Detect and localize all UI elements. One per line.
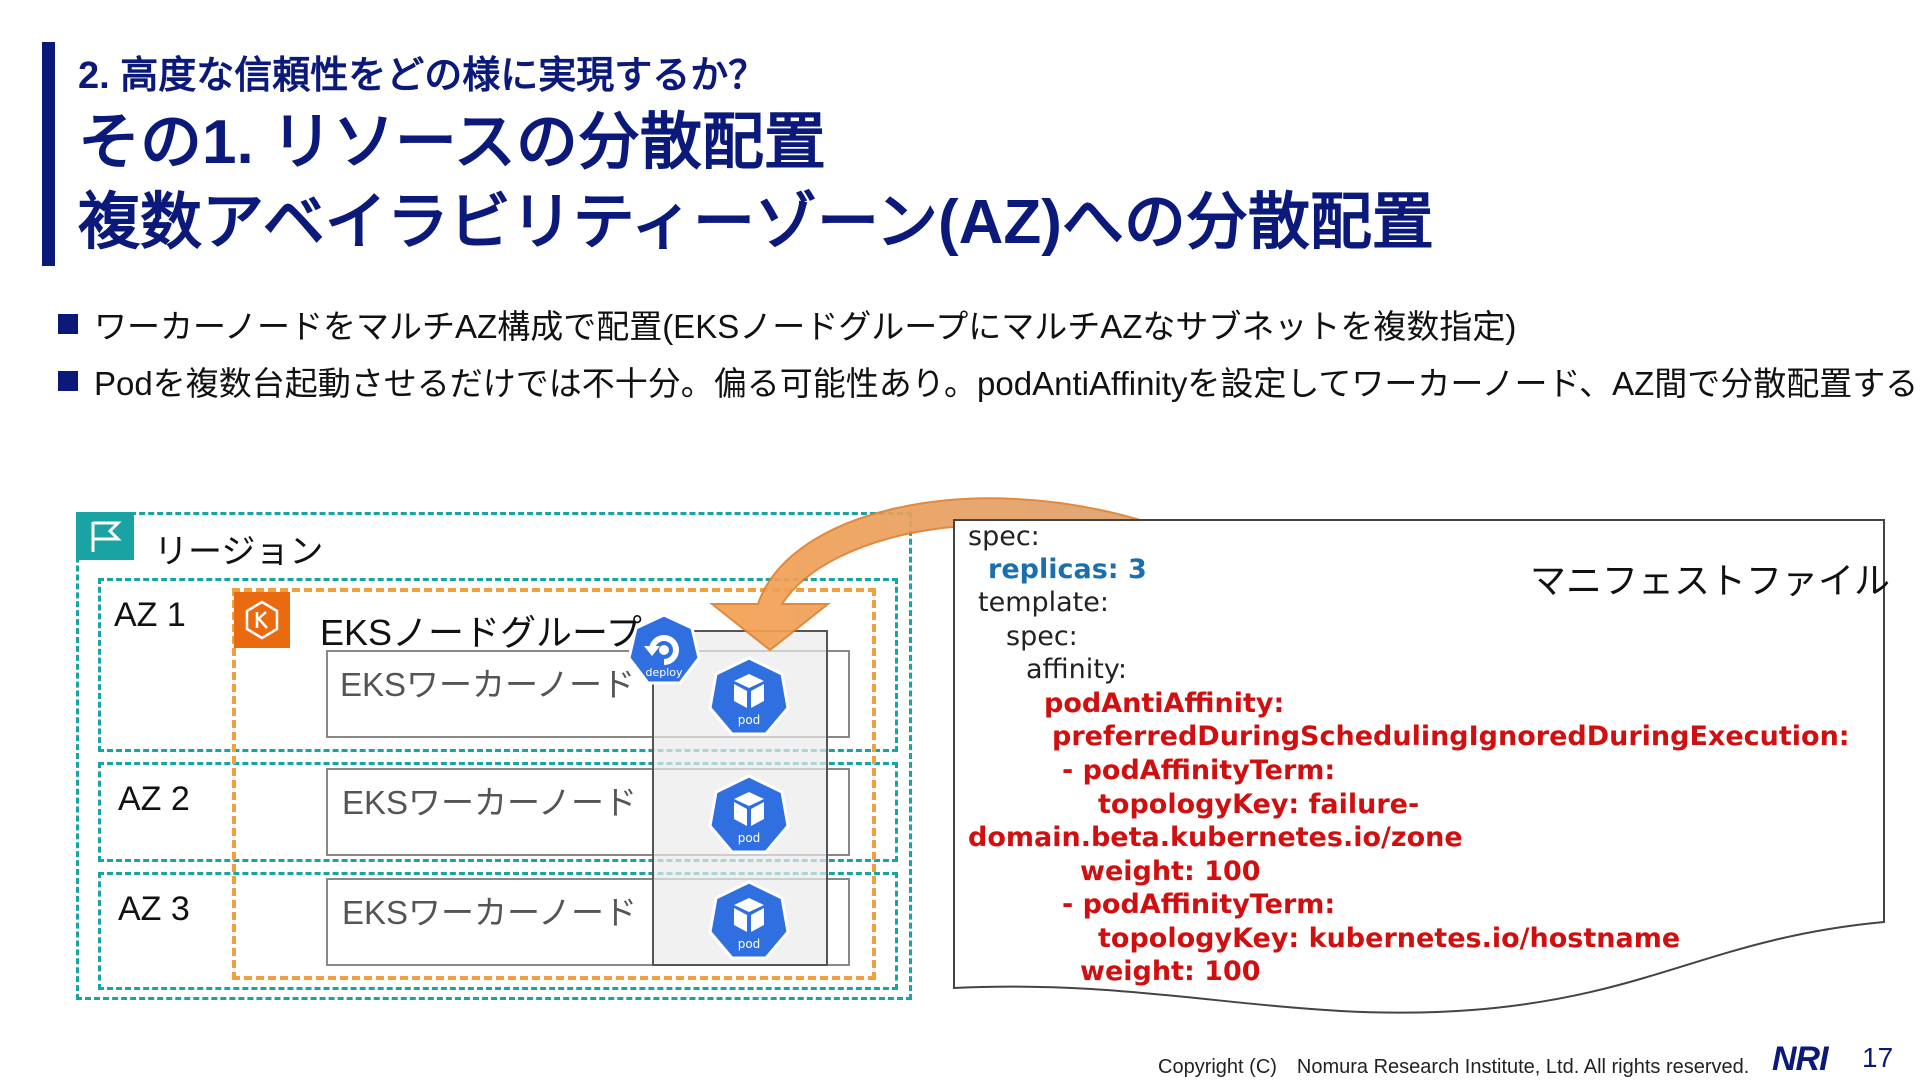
code-line: - podAffinityTerm:	[1062, 755, 1336, 786]
region-box	[76, 512, 912, 1000]
code-line: topologyKey: kubernetes.io/hostname	[1098, 923, 1681, 954]
az-box-2	[98, 762, 898, 862]
code-line: - podAffinityTerm:	[1062, 889, 1336, 920]
bullet-text: Podを複数台起動させるだけでは不十分。偏る可能性あり。podAntiAffin…	[94, 365, 1919, 402]
code-line: replicas: 3	[988, 554, 1147, 585]
code-line: weight: 100	[1080, 856, 1261, 887]
code-line: spec:	[968, 521, 1040, 552]
region-label: リージョン	[154, 533, 324, 571]
code-line: podAntiAffinity:	[1044, 688, 1285, 719]
bullet-item: Podを複数台起動させるだけでは不十分。偏る可能性あり。podAntiAffin…	[58, 357, 1918, 405]
code-line: domain.beta.kubernetes.io/zone	[968, 822, 1463, 853]
bullet-square-icon	[58, 371, 78, 391]
pod-icon: pod	[708, 880, 790, 960]
code-line: template:	[978, 587, 1109, 618]
bullet-square-icon	[58, 314, 78, 334]
code-line: preferredDuringSchedulingIgnoredDuringEx…	[1052, 721, 1850, 752]
az-label: AZ 1	[114, 596, 186, 634]
pod-icon-text: pod	[738, 937, 761, 951]
bullet-item: ワーカーノードをマルチAZ構成で配置(EKSノードグループにマルチAZなサブネッ…	[58, 300, 1516, 348]
deploy-icon: deploy	[626, 612, 702, 688]
pod-icon-text: pod	[738, 831, 761, 845]
nodegroup-label: EKSノードグループ	[320, 612, 642, 653]
code-line: weight: 100	[1080, 956, 1261, 987]
code-line: topologyKey: failure-	[1098, 789, 1420, 820]
page-title-line-1: その1. リソースの分散配置	[78, 108, 826, 177]
az-box-3	[98, 872, 898, 990]
region-flag-icon	[76, 512, 134, 560]
accent-bar	[42, 42, 55, 266]
pod-icon: pod	[708, 774, 790, 854]
code-line: affinity:	[1026, 654, 1127, 685]
page-title-line-2: 複数アベイラビリティーゾーン(AZ)への分散配置	[78, 188, 1434, 257]
az-label: AZ 3	[118, 890, 190, 928]
nodegroup-box	[232, 588, 876, 980]
eks-icon	[234, 592, 290, 648]
section-heading: 2. 高度な信頼性をどの様に実現するか？	[78, 55, 767, 97]
code-line: spec:	[1006, 621, 1078, 652]
az-box-1	[98, 578, 898, 752]
az-label: AZ 2	[118, 780, 190, 818]
deploy-icon-text: deploy	[645, 666, 683, 679]
bullet-text: ワーカーノードをマルチAZ構成で配置(EKSノードグループにマルチAZなサブネッ…	[94, 308, 1517, 345]
manifest-title: マニフェストファイル	[1530, 560, 1891, 601]
pod-icon: pod	[708, 656, 790, 736]
page-number: 17	[1862, 1042, 1894, 1073]
worker-node-label: EKSワーカーノード	[340, 666, 636, 703]
pod-icon-text: pod	[738, 713, 761, 727]
copyright-text: Copyright (C) Nomura Research Institute,…	[1158, 1056, 1750, 1078]
worker-node-label: EKSワーカーノード	[342, 784, 638, 821]
nri-logo: NRI	[1772, 1040, 1829, 1078]
manifest-document	[953, 519, 1885, 1014]
worker-node-label: EKSワーカーノード	[342, 894, 638, 931]
